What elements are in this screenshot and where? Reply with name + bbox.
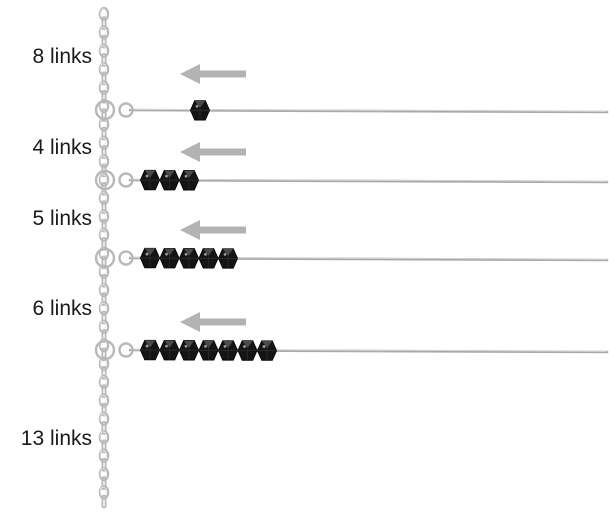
faceted-bead-icon <box>178 340 200 361</box>
chain <box>98 6 110 509</box>
faceted-bead-icon <box>159 339 180 361</box>
faceted-bead-icon <box>159 247 180 269</box>
left-arrow-icon <box>180 142 246 162</box>
chain-link <box>101 145 107 159</box>
chain-link <box>101 292 107 307</box>
chain-link <box>101 53 107 67</box>
chain-link <box>101 384 107 399</box>
chain-link <box>98 172 110 187</box>
chain-link <box>98 227 110 242</box>
chain-link <box>101 457 107 472</box>
chain-link <box>101 126 107 141</box>
wire-loop <box>118 342 134 358</box>
faceted-bead-icon <box>217 248 239 269</box>
direction-arrows <box>180 64 246 332</box>
left-arrow-icon <box>180 312 246 332</box>
segment-label-13-links: 13 links <box>20 427 92 450</box>
chain-link <box>98 62 110 77</box>
chain-link <box>101 218 107 233</box>
headpin <box>94 169 609 191</box>
chain-link <box>98 466 110 482</box>
headpin <box>94 99 609 121</box>
chain-link <box>98 80 110 95</box>
faceted-bead-icon <box>139 247 161 269</box>
chain-link <box>101 365 107 380</box>
faceted-bead-icon <box>139 169 161 191</box>
segment-label-5-links: 5 links <box>32 207 92 230</box>
chain-link <box>101 310 107 325</box>
chain-link <box>98 374 110 390</box>
chain-link <box>98 411 110 426</box>
chain-link <box>101 34 107 49</box>
faceted-bead-icon <box>189 100 211 121</box>
wire-highlight <box>129 178 608 182</box>
chain-link <box>98 190 110 206</box>
faceted-bead-icon <box>159 169 180 191</box>
jump-ring-icon <box>94 247 116 269</box>
chain-link <box>98 282 110 298</box>
jump-ring-icon <box>94 169 116 191</box>
chain-link <box>98 117 110 132</box>
chain-link <box>101 476 107 491</box>
wire <box>128 178 609 184</box>
left-arrow-icon <box>180 220 246 240</box>
headpins <box>94 99 609 361</box>
chain-link <box>101 200 107 215</box>
faceted-bead-icon <box>198 340 219 361</box>
chain-link <box>98 135 110 150</box>
chain-link <box>101 255 107 270</box>
chain-link <box>98 6 110 22</box>
headpin <box>94 247 609 269</box>
chain-link <box>101 494 107 509</box>
segment-label-4-links: 4 links <box>32 136 92 159</box>
chain-link <box>101 421 107 435</box>
faceted-bead-icon <box>217 340 239 361</box>
jump-ring-icon <box>94 99 116 121</box>
wire-loop <box>118 102 134 118</box>
chain-link <box>101 347 107 362</box>
chain-link <box>98 393 110 408</box>
chain-link <box>101 16 107 31</box>
faceted-bead-icon <box>178 170 200 191</box>
faceted-bead-icon <box>198 248 219 269</box>
chain-link <box>101 402 107 417</box>
left-arrow-icon <box>180 64 246 84</box>
faceted-bead-icon <box>256 340 278 361</box>
segment-label-8-links: 8 links <box>32 45 92 68</box>
wire-loop <box>118 250 134 266</box>
chain-link <box>98 430 110 445</box>
chain-link <box>101 273 107 288</box>
chain-link <box>101 439 107 454</box>
jump-ring-icon <box>94 339 116 361</box>
chain-link <box>98 43 110 58</box>
chain-link <box>101 71 107 86</box>
chain-link <box>98 319 110 334</box>
chain-link <box>98 154 110 169</box>
headpin <box>94 339 609 361</box>
faceted-bead-icon <box>139 339 161 361</box>
chain-link <box>101 89 107 104</box>
chain-link <box>98 301 110 316</box>
wire-loop <box>118 172 134 188</box>
chain-link <box>98 25 110 40</box>
segment-label-6-links: 6 links <box>32 297 92 320</box>
faceted-bead-icon <box>237 340 258 361</box>
chain-link <box>98 209 110 224</box>
chain-link <box>98 485 110 500</box>
chain-link <box>101 108 107 123</box>
chain-link <box>98 448 110 463</box>
faceted-bead-icon <box>178 248 200 269</box>
